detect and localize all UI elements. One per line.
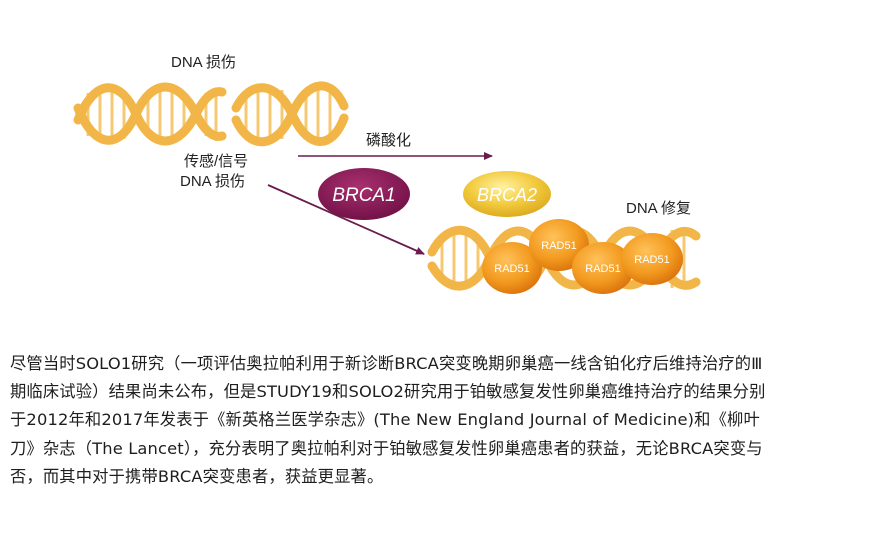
label-phosphorylation: 磷酸化 bbox=[366, 132, 411, 149]
brca2-protein bbox=[463, 171, 551, 217]
rad51-label: RAD51 bbox=[585, 263, 620, 275]
brca1-protein bbox=[318, 168, 410, 220]
dna-helix-left bbox=[73, 82, 227, 146]
rad51-label: RAD51 bbox=[634, 254, 669, 266]
signal-arrow bbox=[267, 184, 425, 255]
label-dna-damage: DNA 损伤 bbox=[171, 54, 236, 71]
label-sensing-dna-damage: DNA 损伤 bbox=[180, 173, 245, 190]
rad51-label: RAD51 bbox=[541, 240, 576, 252]
brca2-label: BRCA2 bbox=[477, 185, 537, 205]
dna-helix-right bbox=[231, 81, 349, 147]
paragraph-line: 期临床试验）结果尚未公布，但是STUDY19和SOLO2研究用于铂敏感复发性卵巢… bbox=[10, 382, 766, 402]
brca1-label: BRCA1 bbox=[332, 185, 395, 206]
paragraph-line: 刀》杂志（The Lancet），充分表明了奥拉帕利对于铂敏感复发性卵巢癌患者的… bbox=[10, 438, 763, 458]
dna-repair-diagram: BRCA1 BRCA2 RAD51 RAD51 RAD51 RAD51 DNA … bbox=[73, 54, 701, 294]
paragraph-line: 否，而其中对于携带BRCA突变患者，获益更显著。 bbox=[10, 466, 384, 486]
label-sensing-signal: 传感/信号 bbox=[184, 153, 248, 170]
rad51-label: RAD51 bbox=[494, 263, 529, 275]
paragraph-line: 于2012年和2017年发表于《新英格兰医学杂志》(The New Englan… bbox=[10, 410, 760, 430]
paragraph-line: 尽管当时SOLO1研究（一项评估奥拉帕利用于新诊断BRCA突变晚期卵巢癌一线含铂… bbox=[10, 354, 763, 373]
body-paragraph: 尽管当时SOLO1研究（一项评估奥拉帕利用于新诊断BRCA突变晚期卵巢癌一线含铂… bbox=[10, 350, 872, 491]
label-dna-repair: DNA 修复 bbox=[626, 199, 691, 217]
rad51-cluster bbox=[482, 219, 683, 294]
